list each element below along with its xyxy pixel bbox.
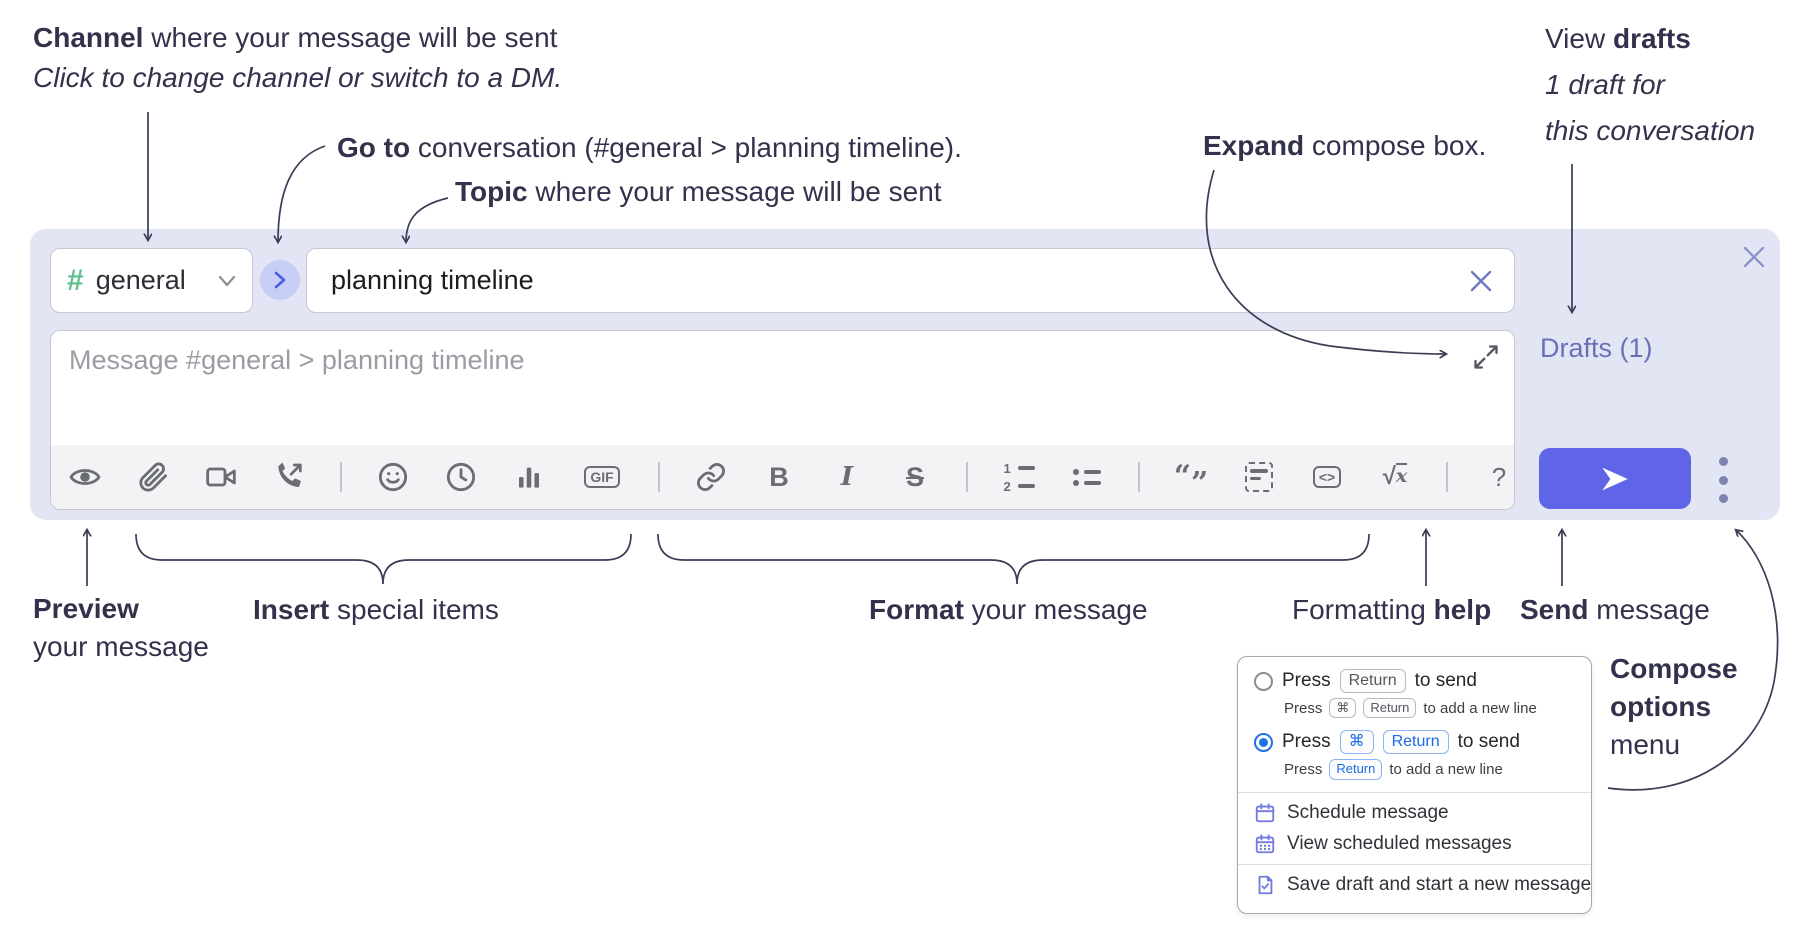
topic-field-container bbox=[306, 248, 1515, 313]
strikethrough-icon: S bbox=[905, 461, 924, 492]
message-input[interactable] bbox=[51, 331, 1514, 443]
save-draft-icon bbox=[1258, 875, 1273, 894]
channel-name: general bbox=[95, 265, 186, 295]
menu-divider bbox=[1238, 791, 1591, 793]
quote-button[interactable]: “” bbox=[1173, 459, 1209, 501]
quote-icon: “” bbox=[1173, 459, 1209, 501]
message-box: GIF B I S 1 2 bbox=[50, 330, 1515, 510]
option-enter-to-send-hint: Press ⌘ Return to add a new line bbox=[1284, 698, 1537, 719]
spoiler-icon bbox=[1245, 462, 1273, 492]
annotation-compose-options: Compose options menu bbox=[1610, 653, 1738, 760]
link-button[interactable] bbox=[694, 460, 728, 494]
toolbar-divider bbox=[340, 462, 342, 492]
compose-options-button[interactable] bbox=[1711, 457, 1735, 503]
option-enter-to-send[interactable]: Press Return to send bbox=[1254, 669, 1575, 693]
menu-item-view-scheduled[interactable]: View scheduled messages bbox=[1254, 833, 1575, 855]
option-cmd-enter-to-send-hint: Press Return to add a new line bbox=[1284, 759, 1503, 780]
bold-button[interactable]: B bbox=[762, 460, 796, 494]
spoiler-button[interactable] bbox=[1242, 460, 1276, 494]
send-icon bbox=[1602, 467, 1628, 490]
compose-toolbar: GIF B I S 1 2 bbox=[51, 445, 1514, 509]
eye-icon bbox=[69, 469, 101, 485]
option-cmd-enter-to-send[interactable]: Press ⌘ Return to send bbox=[1254, 730, 1575, 755]
time-button[interactable] bbox=[444, 460, 478, 494]
math-icon: √x bbox=[1382, 463, 1408, 490]
toolbar-divider bbox=[658, 462, 660, 492]
smiley-icon bbox=[378, 462, 408, 492]
topic-input[interactable] bbox=[307, 249, 1514, 312]
toolbar-divider bbox=[1446, 462, 1448, 492]
arrow-goto bbox=[278, 145, 326, 242]
menu-item-schedule-message[interactable]: Schedule message bbox=[1254, 802, 1575, 824]
ellipsis-icon bbox=[1718, 457, 1728, 466]
numbered-list-icon: 1 2 bbox=[1004, 462, 1035, 493]
radio-unselected[interactable] bbox=[1254, 671, 1273, 691]
annotation-format: Format your message bbox=[869, 594, 1148, 625]
italic-icon: I bbox=[840, 462, 854, 492]
annotation-goto: Go to conversation (#general > planning … bbox=[337, 132, 962, 163]
go-to-conversation-button[interactable] bbox=[260, 260, 300, 300]
chevron-down-icon bbox=[218, 275, 236, 286]
close-icon bbox=[1743, 246, 1765, 268]
paperclip-icon bbox=[139, 462, 167, 492]
clock-icon bbox=[446, 462, 476, 492]
expand-compose-button[interactable] bbox=[1472, 343, 1500, 371]
calendar-dates-icon bbox=[1255, 833, 1275, 853]
channel-hash-icon: # bbox=[67, 263, 84, 297]
link-icon bbox=[697, 463, 725, 491]
strikethrough-button[interactable]: S bbox=[898, 460, 932, 494]
compose-box: # general bbox=[30, 229, 1780, 520]
numbered-list-button[interactable]: 1 2 bbox=[1002, 460, 1036, 494]
bold-icon: B bbox=[769, 461, 789, 492]
drafts-link[interactable]: Drafts (1) bbox=[1540, 333, 1653, 363]
bar-chart-icon bbox=[519, 467, 539, 488]
attach-file-button[interactable] bbox=[136, 460, 170, 494]
chevron-right-icon bbox=[274, 271, 286, 289]
expand-icon bbox=[1474, 345, 1498, 369]
annotation-send: Send message bbox=[1520, 594, 1710, 625]
preview-button[interactable] bbox=[68, 460, 102, 494]
brace-format bbox=[657, 533, 1370, 585]
menu-divider bbox=[1238, 863, 1591, 865]
annotation-expand: Expand compose box. bbox=[1203, 130, 1487, 161]
gif-icon: GIF bbox=[584, 466, 620, 488]
radio-selected[interactable] bbox=[1254, 732, 1273, 752]
gif-button[interactable]: GIF bbox=[580, 460, 624, 494]
annotation-insert: Insert special items bbox=[253, 594, 499, 625]
menu-item-save-draft-new-message[interactable]: Save draft and start a new message bbox=[1254, 874, 1591, 896]
code-icon: <> bbox=[1312, 466, 1342, 488]
code-button[interactable]: <> bbox=[1310, 460, 1344, 494]
compose-options-menu: Press Return to send Press ⌘ Return to a… bbox=[1237, 656, 1592, 914]
annotation-preview: Preview your message bbox=[33, 593, 209, 662]
close-icon bbox=[1470, 270, 1492, 292]
video-call-button[interactable] bbox=[204, 460, 238, 494]
annotation-formatting-help: Formatting help bbox=[1292, 594, 1492, 625]
annotation-view-drafts: View drafts 1 draft for this conversatio… bbox=[1545, 23, 1756, 146]
bulleted-list-icon bbox=[1073, 468, 1101, 486]
toolbar-divider bbox=[1138, 462, 1140, 492]
italic-button[interactable]: I bbox=[830, 460, 864, 494]
poll-button[interactable] bbox=[512, 460, 546, 494]
question-mark-icon: ? bbox=[1491, 461, 1507, 492]
phone-call-icon bbox=[278, 462, 302, 487]
compose-close-button[interactable] bbox=[1740, 243, 1768, 271]
annotation-topic: Topic where your message will be sent bbox=[455, 176, 942, 207]
toolbar-divider bbox=[966, 462, 968, 492]
channel-selector[interactable]: # general bbox=[50, 248, 253, 313]
voice-call-button[interactable] bbox=[272, 460, 306, 494]
calendar-icon bbox=[1255, 802, 1275, 822]
topic-clear-button[interactable] bbox=[1466, 266, 1496, 296]
math-button[interactable]: √x bbox=[1378, 460, 1412, 494]
brace-insert bbox=[135, 533, 632, 585]
formatting-help-button[interactable]: ? bbox=[1482, 460, 1514, 494]
video-camera-icon bbox=[206, 467, 236, 487]
bulleted-list-button[interactable] bbox=[1070, 460, 1104, 494]
annotation-channel: Channel where your message will be sent … bbox=[33, 22, 563, 93]
emoji-button[interactable] bbox=[376, 460, 410, 494]
send-button[interactable] bbox=[1539, 448, 1691, 509]
